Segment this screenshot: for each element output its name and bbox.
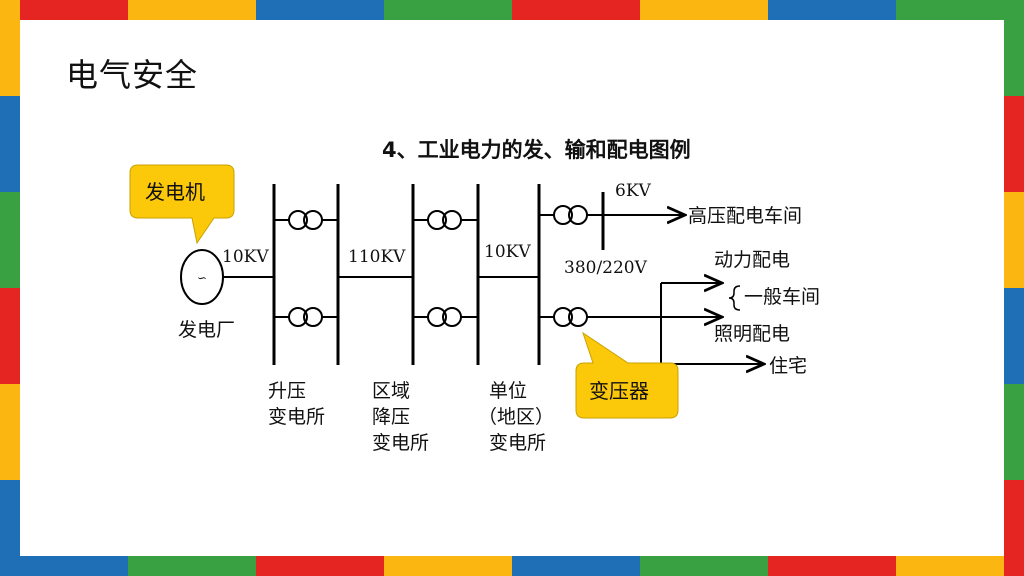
diagram-title: 4、工业电力的发、输和配电图例	[382, 138, 691, 162]
svg-text:变电所: 变电所	[489, 432, 546, 454]
frame-bottom-segment	[512, 556, 640, 576]
general-workshop-label: 一般车间	[744, 286, 820, 308]
generator-callout-text: 发电机	[145, 180, 205, 204]
frame-bottom-segment	[128, 556, 256, 576]
frame-bottom-segment	[256, 556, 384, 576]
frame-right-segment	[1004, 480, 1024, 576]
frame-top-segment	[512, 0, 640, 20]
frame-bottom-segment	[896, 556, 1024, 576]
power-dist-label: 动力配电	[714, 249, 790, 271]
frame-left-segment	[0, 288, 20, 384]
transformer-unit-lower	[539, 307, 588, 327]
frame-top-segment	[384, 0, 512, 20]
page-title: 电气安全	[66, 56, 199, 94]
transformer-step-up-lower	[274, 307, 338, 327]
frame-bottom-segment	[768, 556, 896, 576]
frame-top-segment	[0, 0, 128, 20]
svg-text:变电所: 变电所	[372, 432, 429, 454]
frame-left-segment	[0, 96, 20, 192]
frame-left-segment	[0, 384, 20, 480]
frame-top-segment	[256, 0, 384, 20]
station-step-up-label: 升压 变电所	[268, 380, 325, 428]
svg-text:升压: 升压	[268, 380, 306, 402]
svg-text:（地区）: （地区）	[478, 406, 554, 428]
frame-top-segment	[128, 0, 256, 20]
svg-text:变电所: 变电所	[268, 406, 325, 428]
transformer-unit-upper	[539, 205, 603, 225]
frame-right-segment	[1004, 384, 1024, 480]
frame-left-segment	[0, 192, 20, 288]
frame-bottom-segment	[384, 556, 512, 576]
generator-callout: 发电机	[129, 164, 235, 245]
frame-bottom-segment	[0, 556, 128, 576]
frame-left-segment	[0, 0, 20, 96]
frame-top-segment	[896, 0, 1024, 20]
station-regional-label: 区域 降压 变电所	[372, 380, 429, 454]
brace	[728, 285, 741, 311]
voltage-gen-label: 10KV	[222, 247, 269, 267]
frame-right-segment	[1004, 0, 1024, 96]
frame-right-segment	[1004, 288, 1024, 384]
transformer-regional-upper	[413, 210, 478, 230]
voltage-low-label: 380/220V	[564, 258, 648, 278]
transformer-regional-lower	[413, 307, 478, 327]
transformer-step-up-upper	[274, 210, 338, 230]
transformer-callout-text: 变压器	[589, 379, 649, 403]
voltage-transmission-label: 110KV	[348, 247, 406, 267]
frame-right-segment	[1004, 96, 1024, 192]
residential-label: 住宅	[769, 355, 807, 377]
hv-workshop-label: 高压配电车间	[688, 205, 802, 227]
svg-text:降压: 降压	[372, 406, 410, 428]
frame-top-segment	[640, 0, 768, 20]
voltage-high-tap-label: 6KV	[615, 181, 652, 201]
frame-bottom-segment	[640, 556, 768, 576]
plant-label: 发电厂	[178, 319, 235, 341]
svg-text:单位: 单位	[489, 380, 527, 402]
transformer-callout: 变压器	[575, 331, 679, 419]
frame-top-segment	[768, 0, 896, 20]
frame-right-segment	[1004, 192, 1024, 288]
voltage-regional-label: 10KV	[484, 242, 531, 262]
svg-text:区域: 区域	[372, 380, 410, 402]
generator-symbol: ∽	[197, 271, 207, 285]
lighting-dist-label: 照明配电	[714, 323, 790, 345]
frame-left-segment	[0, 480, 20, 576]
station-unit-label: 单位 （地区） 变电所	[478, 380, 554, 454]
